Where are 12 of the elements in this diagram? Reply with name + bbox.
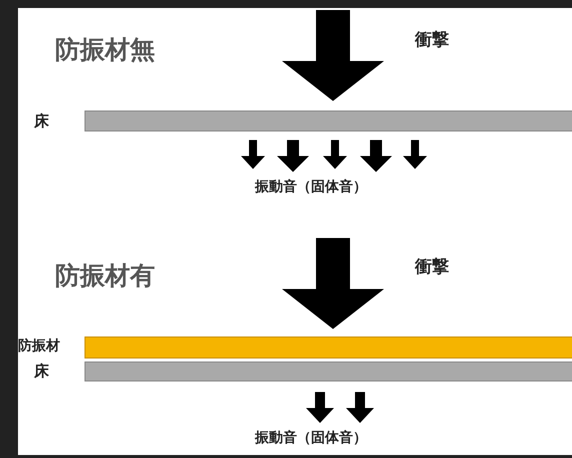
floor-slab [84, 362, 572, 382]
sound-label: 振動音（固体音） [255, 431, 367, 446]
floor-slab [84, 110, 572, 132]
section-heading: 防振材無 [55, 36, 155, 64]
layer-label: 防振材 [18, 339, 60, 354]
damping-layer [84, 336, 572, 358]
layer-label: 床 [34, 363, 49, 380]
impact-label: 衝撃 [415, 31, 449, 50]
sound-label: 振動音（固体音） [255, 180, 367, 196]
layer-label: 床 [34, 113, 49, 130]
section-heading: 防振材有 [55, 262, 155, 290]
impact-label: 衝撃 [415, 258, 449, 277]
